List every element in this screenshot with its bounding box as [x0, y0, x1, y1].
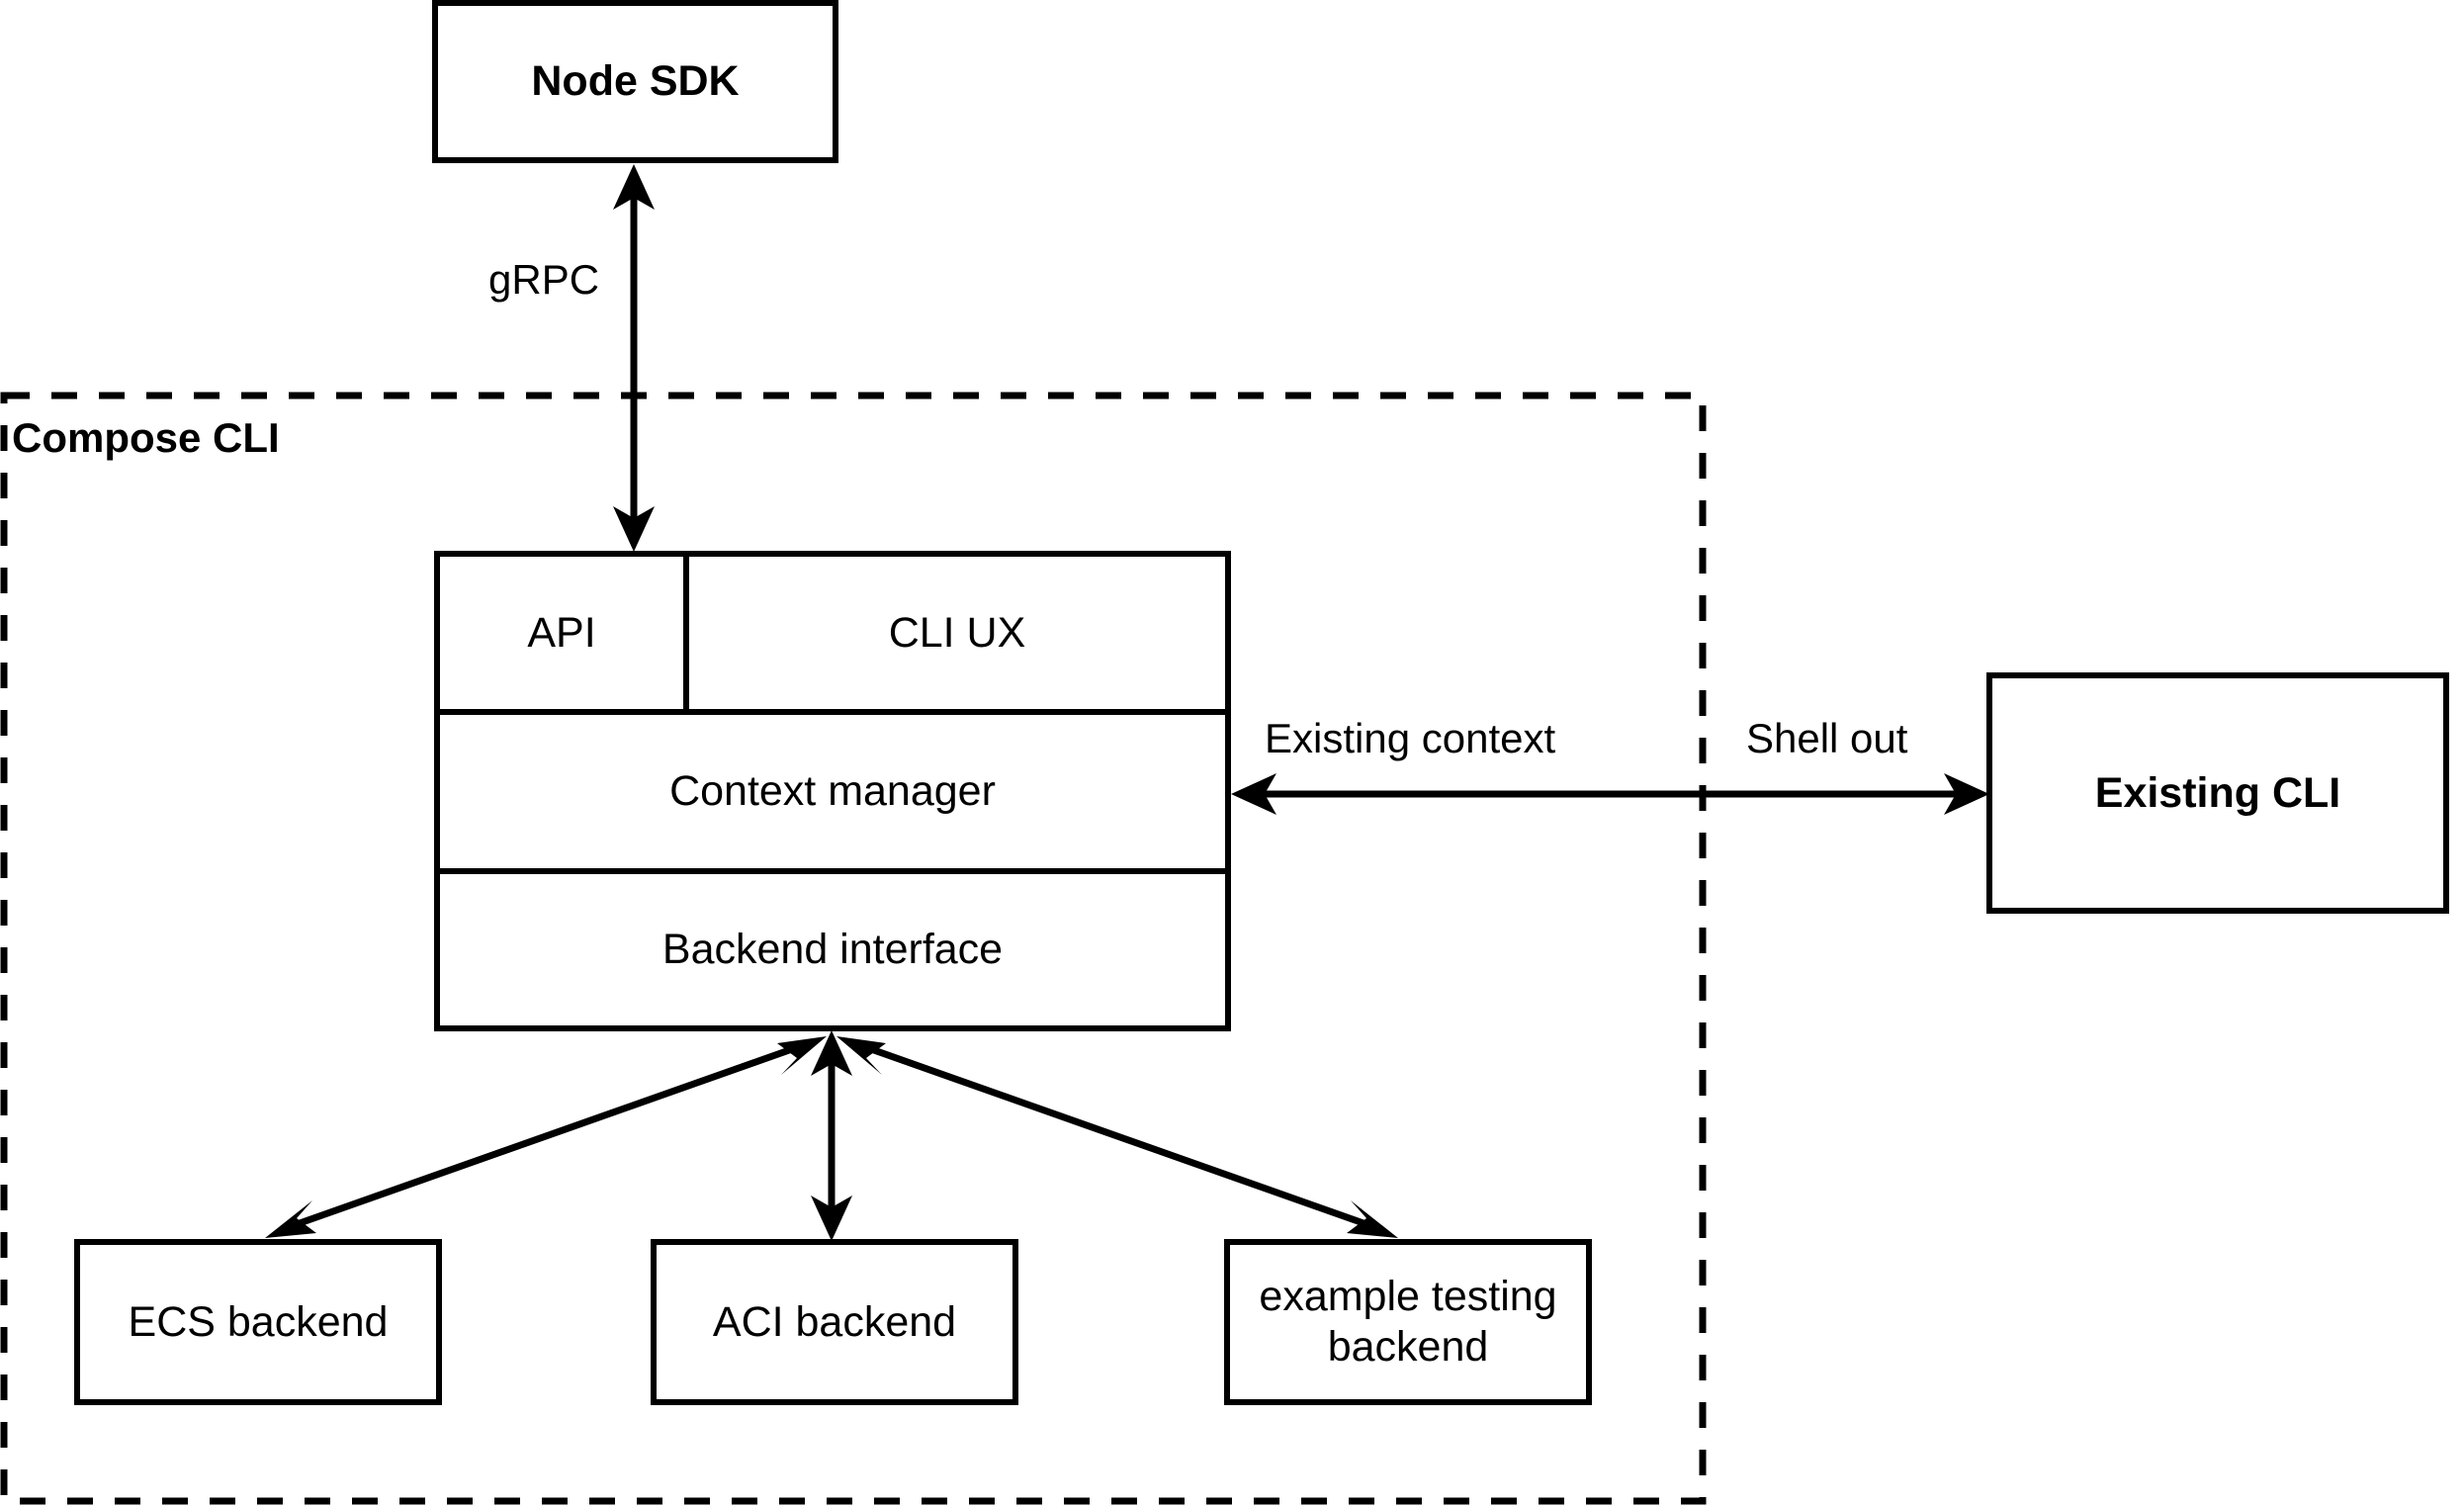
example-edge-line [852, 1039, 1382, 1233]
aci-backend-label: ACI backend [712, 1297, 957, 1346]
grpc-edge-label: gRPC [488, 256, 600, 303]
node-sdk-label: Node SDK [531, 57, 740, 106]
compose-core-box [434, 551, 1231, 1031]
example-arrowhead-down [1347, 1200, 1398, 1238]
example-testing-backend-label: example testing backend [1259, 1273, 1557, 1371]
grpc-arrowhead-up [613, 164, 655, 210]
compose-cli-group-label: Compose CLI [12, 414, 280, 461]
shell-out-arrowhead [1944, 773, 1989, 815]
aci-arrowhead-down [811, 1196, 852, 1241]
cli-ux-label: CLI UX [888, 608, 1026, 657]
ecs-arrowhead-down [265, 1200, 316, 1238]
example-arrowhead-up [836, 1036, 886, 1075]
backend-interface-label: Backend interface [661, 926, 1004, 974]
aci-arrowhead-up [811, 1030, 852, 1076]
ecs-edge-line [281, 1039, 811, 1233]
context-manager-label: Context manager [669, 767, 996, 816]
api-label: API [527, 608, 596, 657]
node-sdk-box[interactable] [432, 0, 838, 163]
example-testing-backend-box[interactable] [1224, 1239, 1592, 1405]
grpc-arrowhead-down [613, 506, 655, 552]
compose-cli-group-border [0, 392, 1707, 1505]
ecs-arrowhead-up [777, 1036, 827, 1075]
existing-cli-label: Existing CLI [2094, 768, 2341, 817]
existing-context-edge-label: Existing context [1265, 715, 1556, 761]
ecs-backend-box[interactable] [74, 1239, 442, 1405]
aci-backend-box[interactable] [651, 1239, 1018, 1405]
shell-out-edge-label: Shell out [1746, 715, 1908, 761]
existing-cli-box[interactable] [1986, 672, 2449, 914]
ecs-backend-label: ECS backend [128, 1297, 389, 1346]
existing-context-arrowhead [1231, 773, 1276, 815]
